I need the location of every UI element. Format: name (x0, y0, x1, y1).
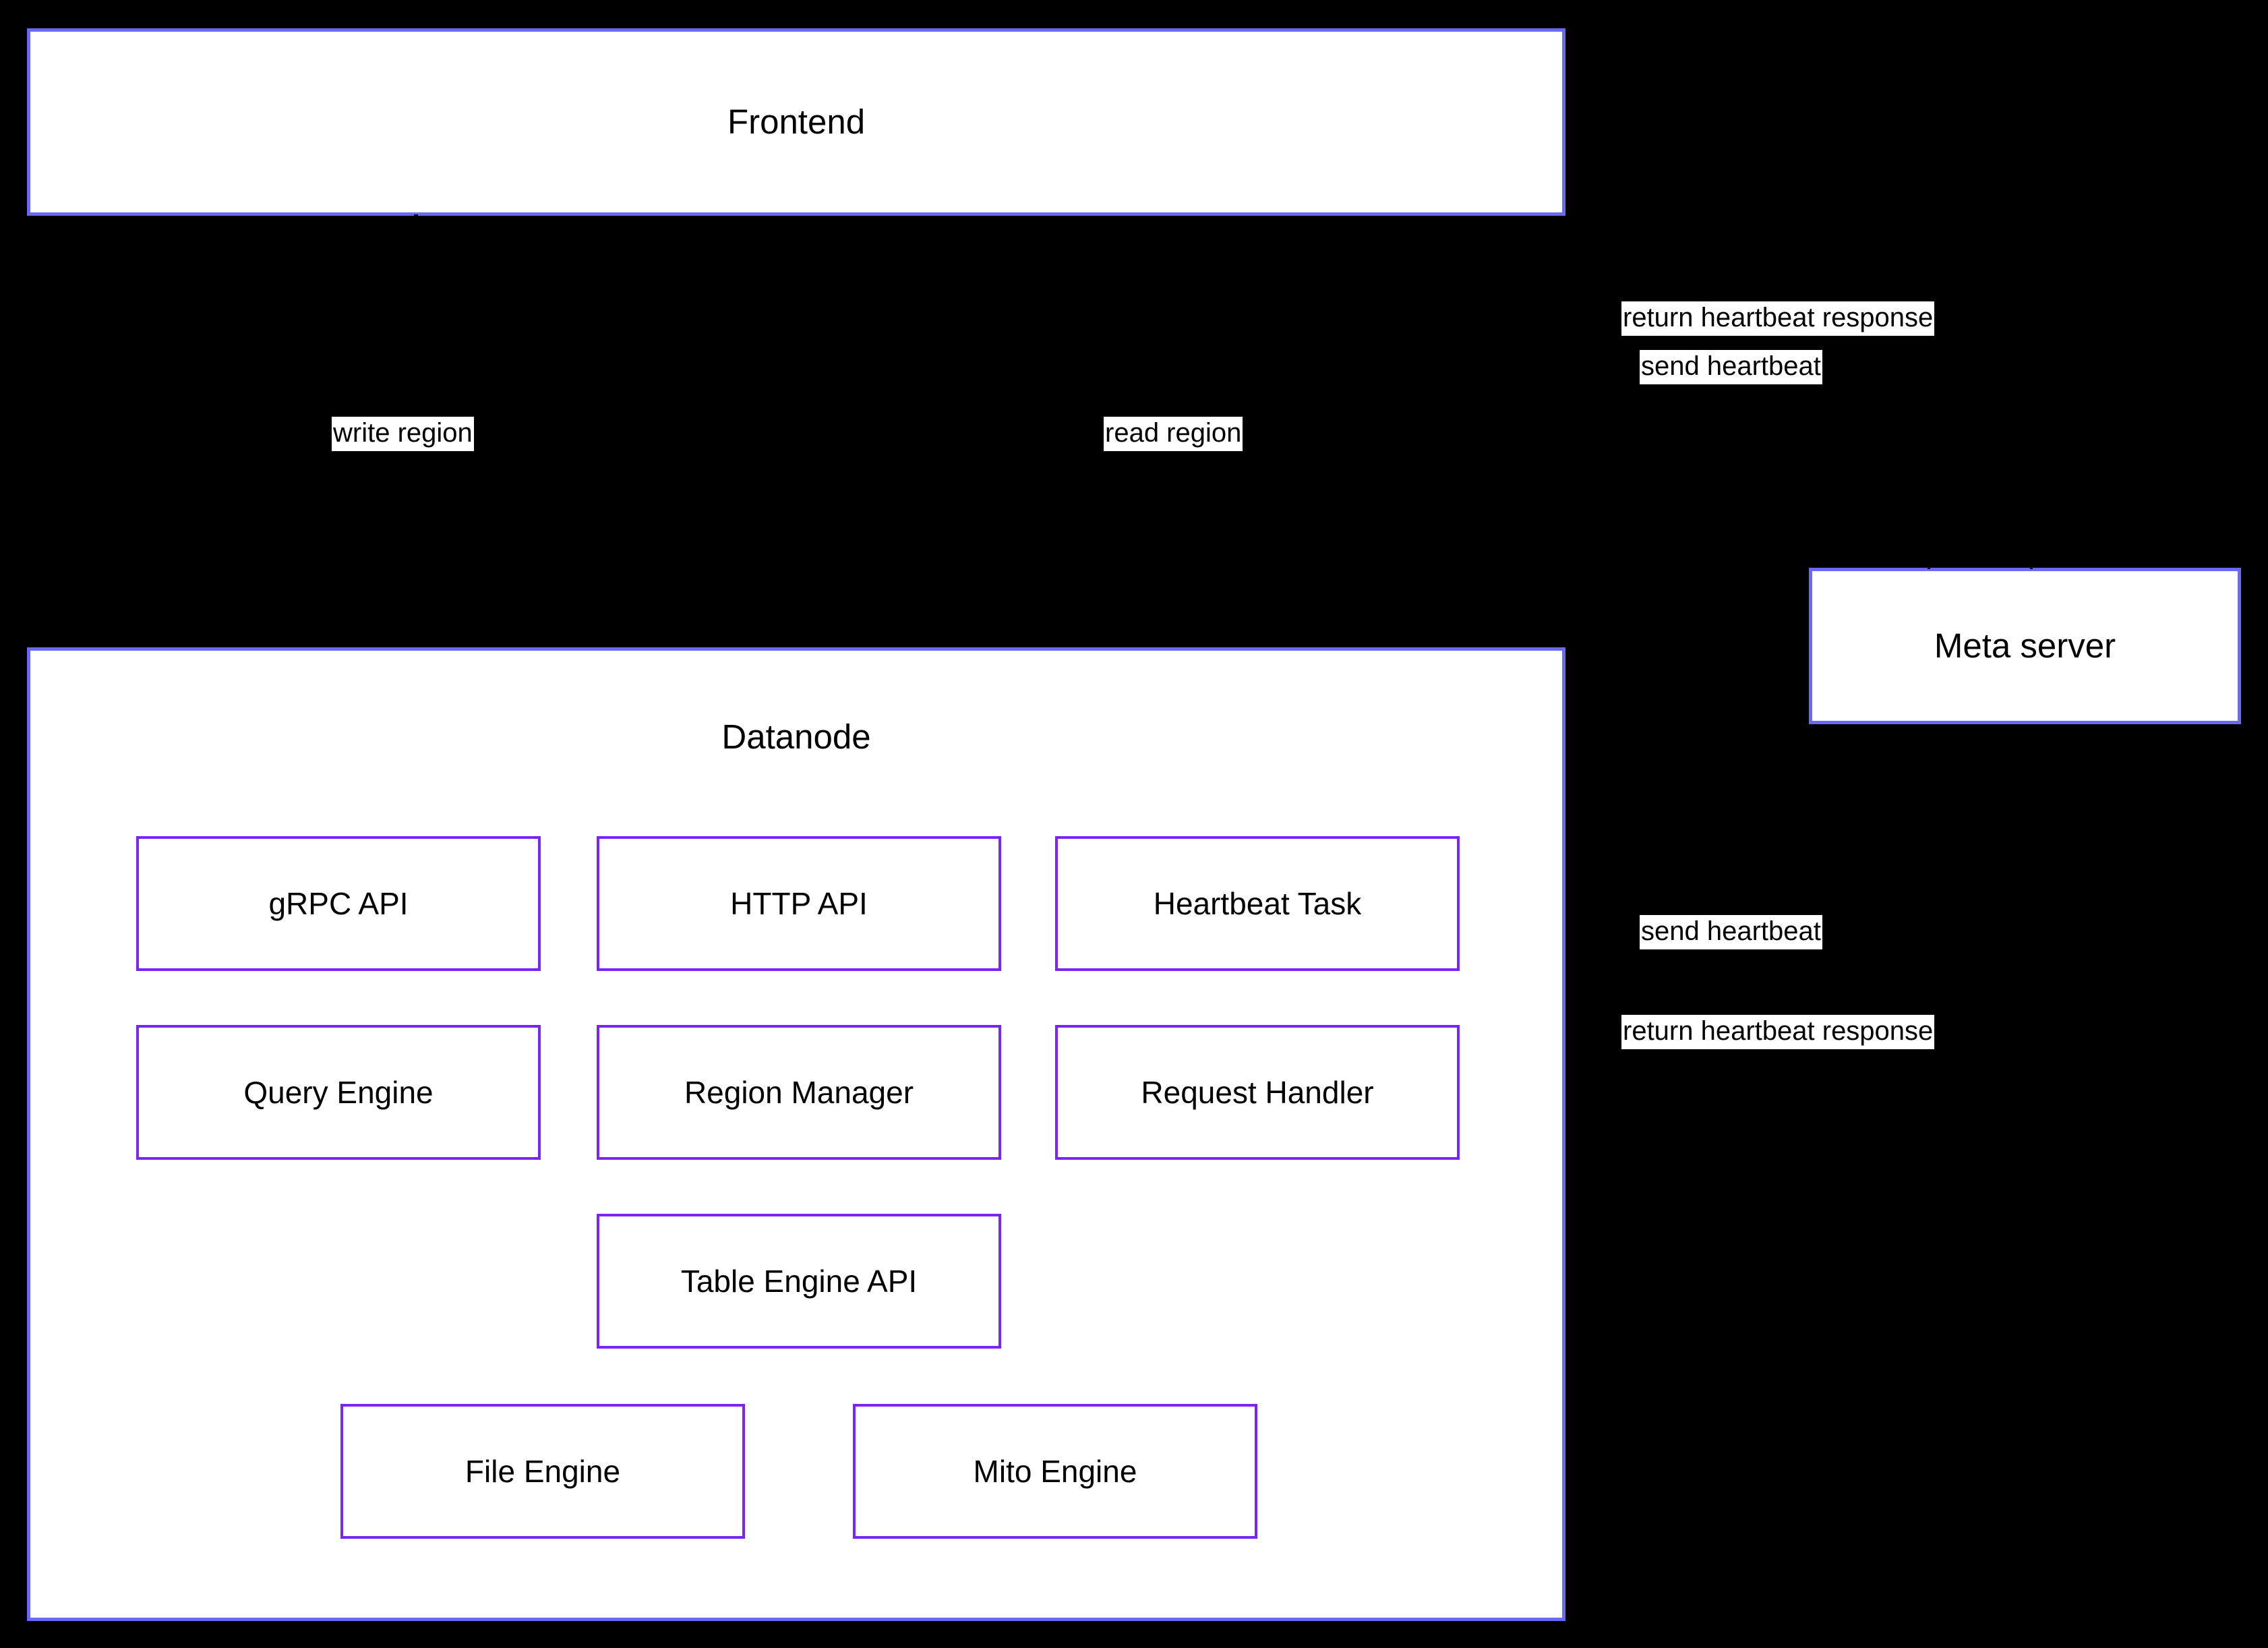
component-query-engine[interactable]: Query Engine (136, 1025, 541, 1160)
edge-label-datanode-meta-send-heartbeat: send heartbeat (1640, 915, 1822, 949)
component-http-api-label: HTTP API (730, 885, 868, 921)
component-heartbeat-task[interactable]: Heartbeat Task (1055, 836, 1460, 971)
node-meta-server[interactable]: Meta server (1809, 568, 2241, 724)
component-file-engine[interactable]: File Engine (340, 1404, 745, 1539)
component-table-engine-api[interactable]: Table Engine API (597, 1214, 1001, 1349)
component-heartbeat-task-label: Heartbeat Task (1153, 885, 1362, 921)
component-mito-engine-label: Mito Engine (973, 1453, 1137, 1489)
node-datanode[interactable]: Datanode gRPC API HTTP API Heartbeat Tas… (27, 647, 1565, 1621)
edge-label-datanode-meta-return-heartbeat-response: return heartbeat response (1621, 1015, 1935, 1049)
node-frontend[interactable]: Frontend (27, 28, 1565, 216)
edge-label-write-region: write region (332, 417, 474, 451)
component-http-api[interactable]: HTTP API (597, 836, 1001, 971)
component-table-engine-api-label: Table Engine API (680, 1263, 918, 1299)
edge-label-read-region: read region (1104, 417, 1243, 451)
component-region-manager-label: Region Manager (684, 1074, 914, 1110)
node-datanode-label: Datanode (721, 717, 871, 756)
component-file-engine-label: File Engine (465, 1453, 621, 1489)
component-mito-engine[interactable]: Mito Engine (853, 1404, 1257, 1539)
component-grpc-api[interactable]: gRPC API (136, 836, 541, 971)
node-frontend-label: Frontend (727, 102, 866, 141)
component-region-manager[interactable]: Region Manager (597, 1025, 1001, 1160)
edge-label-frontend-meta-return-heartbeat-response: return heartbeat response (1621, 301, 1935, 336)
node-meta-server-label: Meta server (1934, 626, 2116, 665)
frontend-bottom-connector-stub (414, 214, 418, 223)
component-query-engine-label: Query Engine (243, 1074, 434, 1110)
edge-label-frontend-meta-send-heartbeat: send heartbeat (1640, 350, 1822, 384)
component-grpc-api-label: gRPC API (268, 885, 409, 921)
frontend-to-meta-arrowhead (1828, 339, 1854, 365)
component-request-handler[interactable]: Request Handler (1055, 1025, 1460, 1160)
component-request-handler-label: Request Handler (1141, 1074, 1374, 1110)
